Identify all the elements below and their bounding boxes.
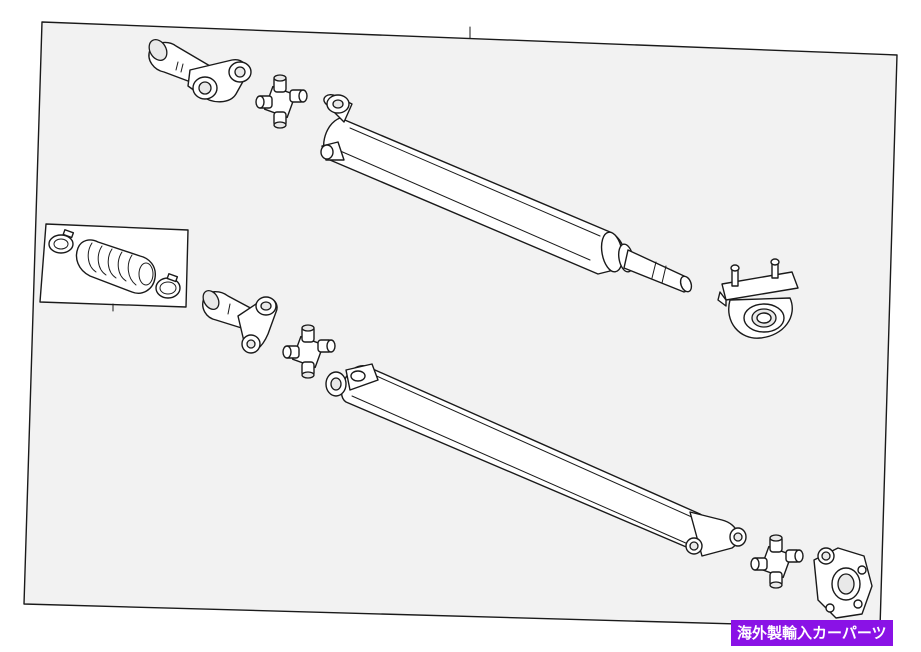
rear-universal-joint — [750, 534, 804, 589]
lower-universal-joint — [282, 324, 336, 379]
boot-kit-inset — [39, 223, 189, 312]
boot-clamp-small — [48, 229, 75, 254]
upper-universal-joint — [255, 74, 308, 129]
lower-slip-yoke — [202, 290, 278, 354]
boot-bellows — [75, 239, 156, 294]
center-support-bearing — [717, 258, 799, 339]
watermark-badge: 海外製輸入カーパーツ — [731, 620, 893, 646]
upper-slip-yoke — [148, 39, 252, 103]
boot-clamp-large — [155, 273, 181, 299]
upper-driveshaft — [320, 94, 693, 293]
lower-driveshaft — [325, 363, 747, 557]
rear-flange-yoke — [813, 547, 873, 619]
